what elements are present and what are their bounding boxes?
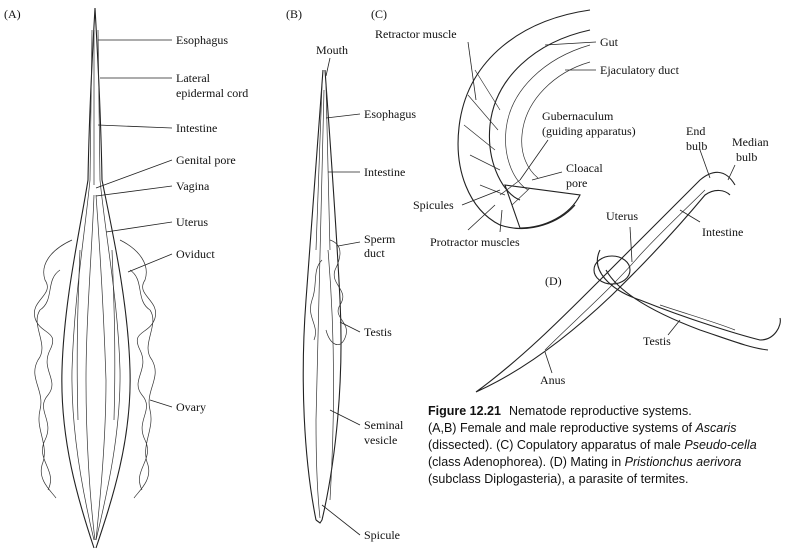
label-d-uterus: Uterus — [606, 209, 638, 223]
tail-outer — [457, 9, 591, 229]
label-c-gut: Gut — [600, 35, 619, 49]
panel-d-leaders — [544, 149, 736, 374]
label-a-oviduct: Oviduct — [176, 247, 215, 261]
label-b-testis: Testis — [364, 325, 392, 339]
label-d-median-1: Median — [732, 135, 769, 149]
caption-title: Nematode reproductive systems. — [508, 404, 692, 418]
label-a-uterus: Uterus — [176, 215, 208, 229]
label-d-end-1: End — [686, 124, 705, 138]
label-c-spicules: Spicules — [413, 198, 454, 212]
panel-b-leaders — [321, 57, 361, 536]
label-c-cloacal-1: Cloacal — [566, 161, 603, 175]
figure-caption: Figure 12.21 Nematode reproductive system… — [428, 403, 788, 488]
label-a-esophagus: Esophagus — [176, 33, 228, 47]
female-worm-d — [475, 171, 736, 393]
panel-label-b: (B) — [286, 7, 302, 21]
male-worm-d — [596, 249, 781, 351]
label-b-intestine: Intestine — [364, 165, 405, 179]
left-ovary-coil — [34, 239, 73, 499]
label-a-intestine: Intestine — [176, 121, 217, 135]
female-body-outline — [61, 7, 131, 549]
panel-b-drawing — [302, 69, 347, 524]
label-b-spicule: Spicule — [364, 528, 400, 542]
label-d-median-2: bulb — [736, 150, 757, 164]
label-c-gubernaculum-2: (guiding apparatus) — [542, 124, 636, 138]
caption-text-4: (subclass Diplogasteria), a parasite of … — [428, 472, 689, 486]
panel-c-leaders — [461, 41, 597, 233]
label-b-sperm-2: duct — [364, 246, 385, 260]
right-ovary-coil — [119, 239, 156, 499]
label-d-intestine: Intestine — [702, 225, 743, 239]
label-c-cloacal-2: pore — [566, 176, 587, 190]
spicule-blade — [504, 184, 581, 229]
caption-pseudocella: Pseudo-cella — [684, 438, 757, 452]
label-d-testis: Testis — [643, 334, 671, 348]
label-d-anus: Anus — [540, 373, 566, 387]
label-c-gubernaculum-1: Gubernaculum — [542, 109, 614, 123]
label-c-ejaculatory: Ejaculatory duct — [600, 63, 680, 77]
panel-d-drawing — [475, 171, 781, 393]
label-b-seminal-2: vesicle — [364, 433, 397, 447]
label-a-vagina: Vagina — [176, 179, 210, 193]
panel-a-drawing — [34, 7, 156, 549]
panel-label-c: (C) — [371, 7, 387, 21]
caption-text-3: (class Adenophorea). (D) Mating in — [428, 455, 625, 469]
male-body-outline — [302, 69, 342, 524]
label-c-retractor: Retractor muscle — [375, 27, 457, 41]
caption-ascaris: Ascaris — [695, 421, 737, 435]
panel-a-leaders — [95, 39, 173, 408]
caption-pristionchus: Pristionchus aerivora — [624, 455, 742, 469]
caption-text-1: (A,B) Female and male reproductive syste… — [428, 421, 696, 435]
label-b-sperm-1: Sperm — [364, 232, 396, 246]
label-b-esophagus: Esophagus — [364, 107, 416, 121]
label-a-ovary: Ovary — [176, 400, 206, 414]
testis-coil — [310, 239, 347, 346]
label-b-mouth: Mouth — [316, 43, 348, 57]
label-d-end-2: bulb — [686, 139, 707, 153]
panel-label-a: (A) — [4, 7, 21, 21]
label-b-seminal-1: Seminal — [364, 418, 404, 432]
label-c-protractor: Protractor muscles — [430, 235, 520, 249]
label-a-lateral-1: Lateral — [176, 71, 211, 85]
caption-figure-number: Figure 12.21 — [428, 404, 501, 418]
caption-text-2: (dissected). (C) Copulatory apparatus of… — [428, 438, 685, 452]
label-a-lateral-2: epidermal cord — [176, 86, 248, 100]
panel-label-d: (D) — [545, 274, 562, 288]
label-a-genital-pore: Genital pore — [176, 153, 236, 167]
